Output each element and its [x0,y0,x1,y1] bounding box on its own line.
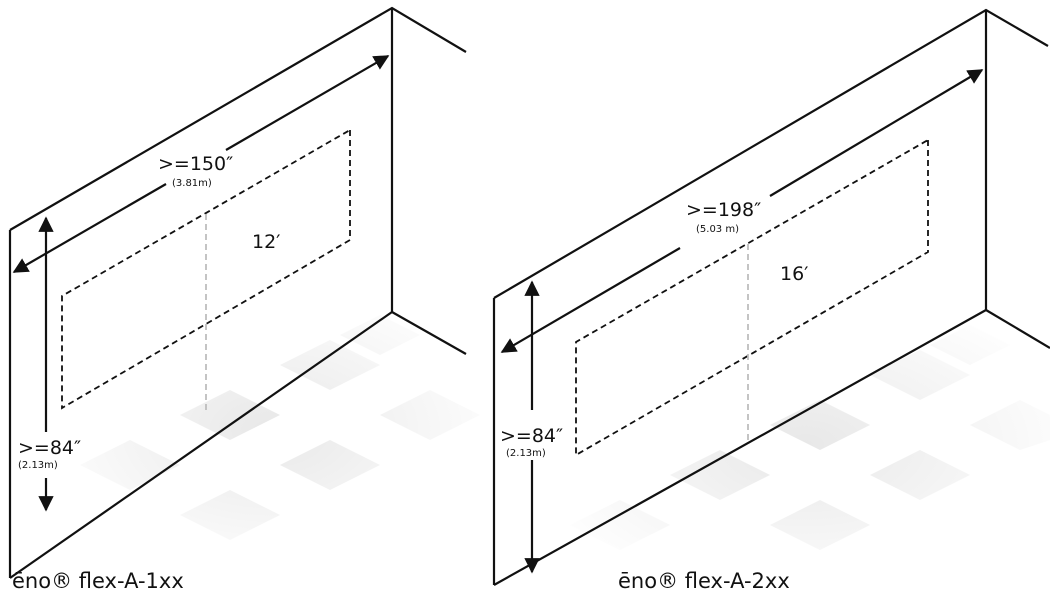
width-label: >=150″ [158,153,233,175]
width-arrow-upper [225,55,390,151]
width-metric-label: (3.81m) [172,178,212,189]
screen-size-label: 16′ [780,263,809,285]
height-label: >=84″ [500,425,563,447]
diagram-flex-a-2xx: >=198″ (5.03 m) 16′ >=84″ (2.13m) ēno® f… [492,8,1050,593]
width-metric-label: (5.03 m) [696,224,739,235]
height-label: >=84″ [18,437,81,459]
model-caption: ēno® flex-A-2xx [618,569,790,593]
wall-top-edge [493,8,1049,299]
diagram-flex-a-1xx: >=150″ (3.81m) 12′ >=84″ (2.13m) ēno® fl… [8,6,480,593]
side-floor-edge [391,311,467,355]
width-arrow-upper [769,69,984,197]
wall-top-edge [9,6,467,231]
height-metric-label: (2.13m) [506,448,546,459]
model-caption: ēno® flex-A-1xx [12,569,184,593]
height-metric-label: (2.13m) [18,460,58,471]
screen-outline [61,128,351,410]
screen-size-label: 12′ [252,231,281,253]
floor-fade [60,300,480,560]
wall-floor-edge [9,311,393,579]
wall-floor-edge [493,309,987,586]
width-label: >=198″ [686,199,761,221]
side-floor-edge [985,309,1050,349]
screen-outline [575,138,929,457]
floor-fade [560,310,1050,580]
width-arrow-lower [12,183,167,273]
